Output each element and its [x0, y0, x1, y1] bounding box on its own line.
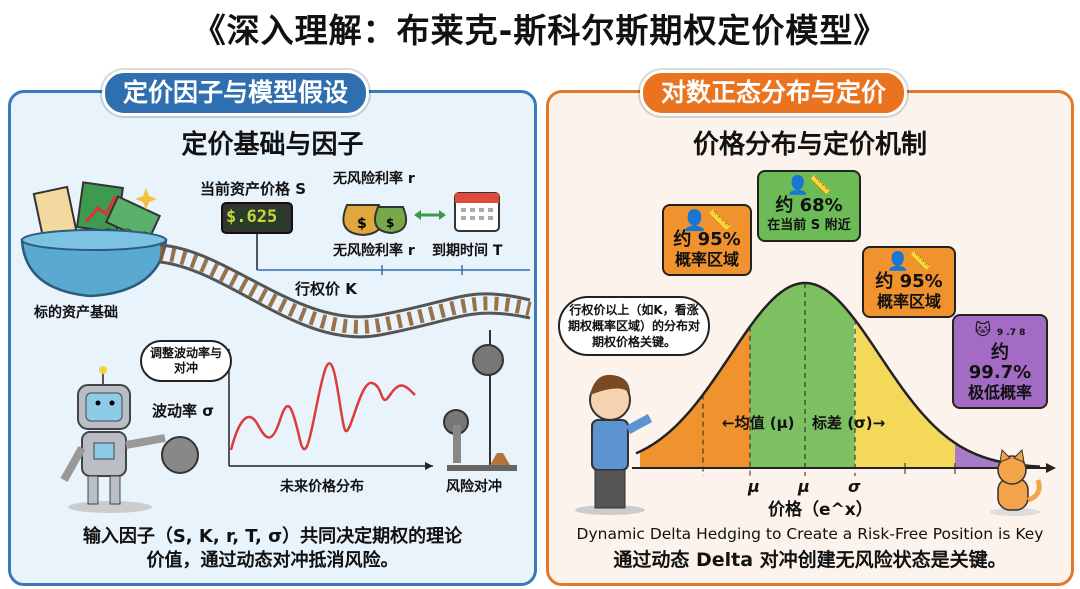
- presenter-speech-bubble: 行权价以上（如K，看涨期权概率区域）的分布对期权价格关键。: [558, 296, 710, 356]
- distribution-chart: [632, 281, 1056, 476]
- right-caption-zh: 通过动态 Delta 对冲创建无风险状态是关键。: [613, 549, 1007, 571]
- mean-label: ←均值 (μ): [722, 414, 795, 432]
- left-panel-header: 定价因子与模型假设: [102, 70, 370, 116]
- callout-pct: 约 68%: [775, 195, 843, 216]
- std-label: 标差 (σ)→: [812, 414, 886, 432]
- presenter-person-icon: [575, 374, 653, 515]
- callout-center-68: 👤📏 约 68% 在当前 S 附近: [757, 170, 861, 242]
- callout-pct: 约 99.7%: [968, 342, 1032, 383]
- x-axis-label: 价格（e^x）: [768, 500, 873, 520]
- left-caption-line1: 输入因子（S, K, r, T, σ）共同决定期权的理论: [82, 526, 463, 547]
- bell-curve: [635, 281, 1041, 468]
- hedge-label: 风险对冲: [446, 479, 502, 495]
- svg-text:$: $: [357, 216, 367, 232]
- band-orange: [640, 326, 750, 468]
- cat-face-icon: 🐱 9 .7 8: [974, 320, 1026, 339]
- price-path-line: [229, 362, 416, 451]
- expiry-label: 到期时间 T: [432, 243, 503, 259]
- left-caption-line2: 价值，通过动态对冲抵消风险。: [146, 550, 399, 571]
- left-subtitle: 定价基础与因子: [181, 130, 364, 160]
- pulley-icon: [443, 330, 517, 471]
- person-ruler-icon: 👤📏: [886, 251, 932, 272]
- railway-track: [159, 243, 532, 339]
- callout-text: 极低概率: [967, 383, 1032, 402]
- callout-right-95: 👤📏 约 95% 概率区域: [862, 246, 956, 318]
- spot-price-display: $.625: [226, 207, 278, 227]
- callout-left-95: 👤📏 约 95% 概率区域: [662, 204, 752, 276]
- band-purple: [955, 442, 1020, 468]
- tick-label: σ: [848, 477, 861, 496]
- person-ruler-icon: 👤📏: [682, 208, 732, 232]
- callout-text: 概率区域: [674, 250, 739, 269]
- calendar-icon: [454, 192, 500, 232]
- money-bag-icon: $$: [342, 204, 407, 237]
- x-axis-arrow: [1046, 463, 1056, 473]
- tick-label: μ: [748, 477, 760, 496]
- right-subtitle: 价格分布与定价机制: [692, 130, 927, 160]
- right-caption-en: Dynamic Delta Hedging to Create a Risk-F…: [576, 525, 1044, 543]
- band-green: [750, 283, 855, 468]
- rate-label-top: 无风险利率 r: [333, 171, 415, 187]
- future-distribution-label: 未来价格分布: [280, 479, 364, 495]
- page-title: 《深入理解：布莱克-斯科尔斯期权定价模型》: [192, 11, 888, 50]
- person-ruler-icon: 👤📏: [786, 175, 832, 196]
- tick-label: μ: [798, 477, 810, 496]
- callout-pct: 约 95%: [673, 229, 741, 250]
- spot-price-label: 当前资产价格 S: [200, 180, 307, 198]
- strike-label: 行权价 K: [295, 280, 357, 298]
- robot-icon: [60, 366, 199, 513]
- callout-text: 在当前 S 附近: [767, 218, 851, 233]
- callout-text: 概率区域: [876, 292, 941, 311]
- svg-text:$: $: [386, 216, 394, 230]
- robot-speech-bubble: 调整波动率与对冲: [140, 340, 232, 382]
- right-panel-header: 对数正态分布与定价: [640, 70, 908, 116]
- volatility-label: 波动率 σ: [152, 402, 214, 420]
- callout-pct: 约 95%: [875, 271, 943, 292]
- tail-digits: 9 .7 8: [996, 328, 1026, 338]
- asset-bowl-icon: [20, 181, 168, 298]
- rate-label: 无风险利率 r: [333, 243, 415, 259]
- cat-icon: [990, 448, 1042, 516]
- underlying-label: 标的资产基础: [34, 305, 118, 321]
- double-arrow-icon: [414, 210, 446, 220]
- callout-tail-99-7: 🐱 9 .7 8 约 99.7% 极低概率: [952, 314, 1048, 409]
